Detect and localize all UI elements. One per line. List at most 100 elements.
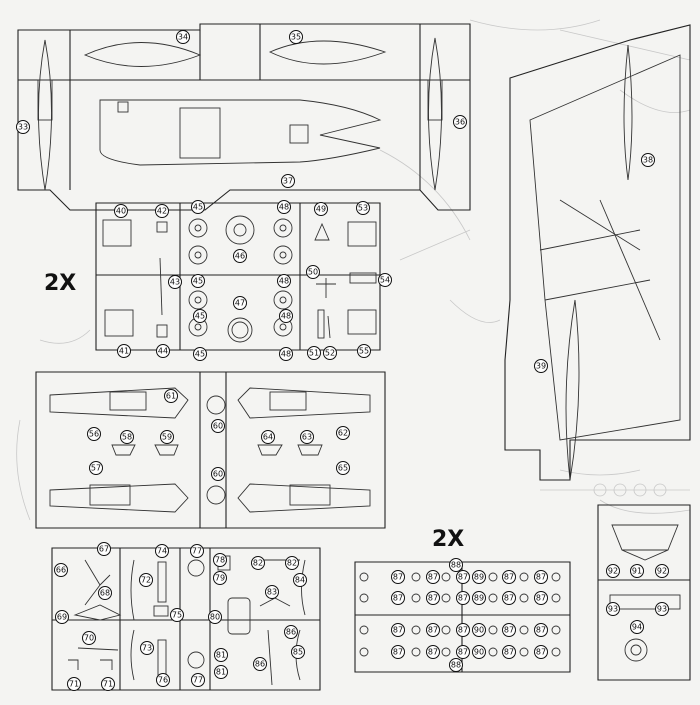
svg-text:77: 77 [193,676,203,685]
svg-text:86: 86 [255,660,265,669]
svg-text:87: 87 [393,648,403,657]
callout-65: 65 [336,461,350,475]
svg-text:43: 43 [170,278,180,287]
svg-text:53: 53 [358,204,368,213]
callout-56: 56 [87,427,101,441]
callout-87-05: 87 [391,591,405,605]
svg-text:51: 51 [309,349,319,358]
callout-87-12: 87 [426,623,440,637]
svg-text:50: 50 [308,268,318,277]
part-52 [327,315,331,339]
part-56-58 [49,387,189,419]
part-94 [624,638,648,662]
callout-68: 68 [98,586,112,600]
svg-text:93: 93 [608,605,618,614]
callout-81b: 81 [214,665,228,679]
svg-text:58: 58 [122,433,132,442]
svg-text:34: 34 [178,33,188,42]
svg-text:54: 54 [380,276,390,285]
callout-87-14: 87 [534,623,548,637]
callout-48d: 48 [279,309,293,323]
part-51 [317,309,325,339]
callout-92a: 92 [606,564,620,578]
callout-87-08: 87 [502,591,516,605]
svg-text:71: 71 [69,680,79,689]
callout-48b: 48 [277,274,291,288]
callout-64: 64 [261,430,275,444]
callout-87-06: 87 [426,591,440,605]
svg-text:87: 87 [393,573,403,582]
callout-73: 73 [140,641,154,655]
svg-text:60: 60 [213,422,223,431]
svg-text:33: 33 [18,123,28,132]
part-72 [130,559,135,621]
callout-40: 40 [114,204,128,218]
callout-82a: 82 [251,556,265,570]
svg-text:60: 60 [213,470,223,479]
callout-87-17: 87 [456,645,470,659]
svg-text:39: 39 [536,362,546,371]
svg-text:41: 41 [119,347,129,356]
svg-text:64: 64 [263,433,273,442]
callout-87-04: 87 [534,570,548,584]
callout-48c: 48 [279,347,293,361]
callout-47: 47 [233,296,247,310]
sprue-wing [504,24,691,481]
part-44 [156,324,168,338]
callout-45a: 45 [191,200,205,214]
callout-37: 37 [281,174,295,188]
callout-77a: 77 [190,544,204,558]
part-93 [609,594,681,610]
callout-66: 66 [54,563,68,577]
callout-86b: 86 [253,657,267,671]
callout-78: 78 [213,553,227,567]
callout-87-07: 87 [456,591,470,605]
svg-text:68: 68 [100,589,110,598]
svg-text:57: 57 [91,464,101,473]
part-34 [83,42,202,67]
callout-87-11: 87 [391,623,405,637]
part-75 [153,605,169,617]
part-65 [237,483,371,513]
callout-90b: 90 [472,645,486,659]
svg-text:87: 87 [458,594,468,603]
svg-text:46: 46 [235,252,245,261]
callout-87-15: 87 [391,645,405,659]
part-40 [102,219,132,247]
svg-text:94: 94 [632,623,642,632]
callout-41: 41 [117,344,131,358]
callout-60b: 60 [211,467,225,481]
part-84 [301,559,306,616]
part-37-fuselage [99,99,382,166]
callout-44: 44 [156,344,170,358]
callout-60a: 60 [211,419,225,433]
svg-text:70: 70 [84,634,94,643]
svg-text:80: 80 [210,613,220,622]
callout-77b: 77 [191,673,205,687]
svg-text:77: 77 [192,547,202,556]
callout-87-20: 87 [456,623,470,637]
callout-87-13: 87 [502,623,516,637]
svg-text:44: 44 [158,347,168,356]
svg-text:87: 87 [536,594,546,603]
callout-94: 94 [630,620,644,634]
part-73 [130,629,135,681]
part-70 [77,647,119,651]
callout-80: 80 [208,610,222,624]
callout-87-18: 87 [502,645,516,659]
part-77a [187,559,205,577]
callout-36: 36 [453,115,467,129]
part-74 [157,561,167,603]
svg-text:92: 92 [657,567,667,576]
svg-text:47: 47 [235,299,245,308]
svg-text:89: 89 [474,594,484,603]
sprue-lower-left [51,547,321,691]
svg-text:62: 62 [338,429,348,438]
part-66-68 [84,559,111,606]
callout-45c: 45 [193,347,207,361]
svg-text:87: 87 [458,648,468,657]
svg-text:83: 83 [267,588,277,597]
callout-86a: 86 [284,625,298,639]
svg-text:38: 38 [643,156,653,165]
svg-text:40: 40 [116,207,126,216]
